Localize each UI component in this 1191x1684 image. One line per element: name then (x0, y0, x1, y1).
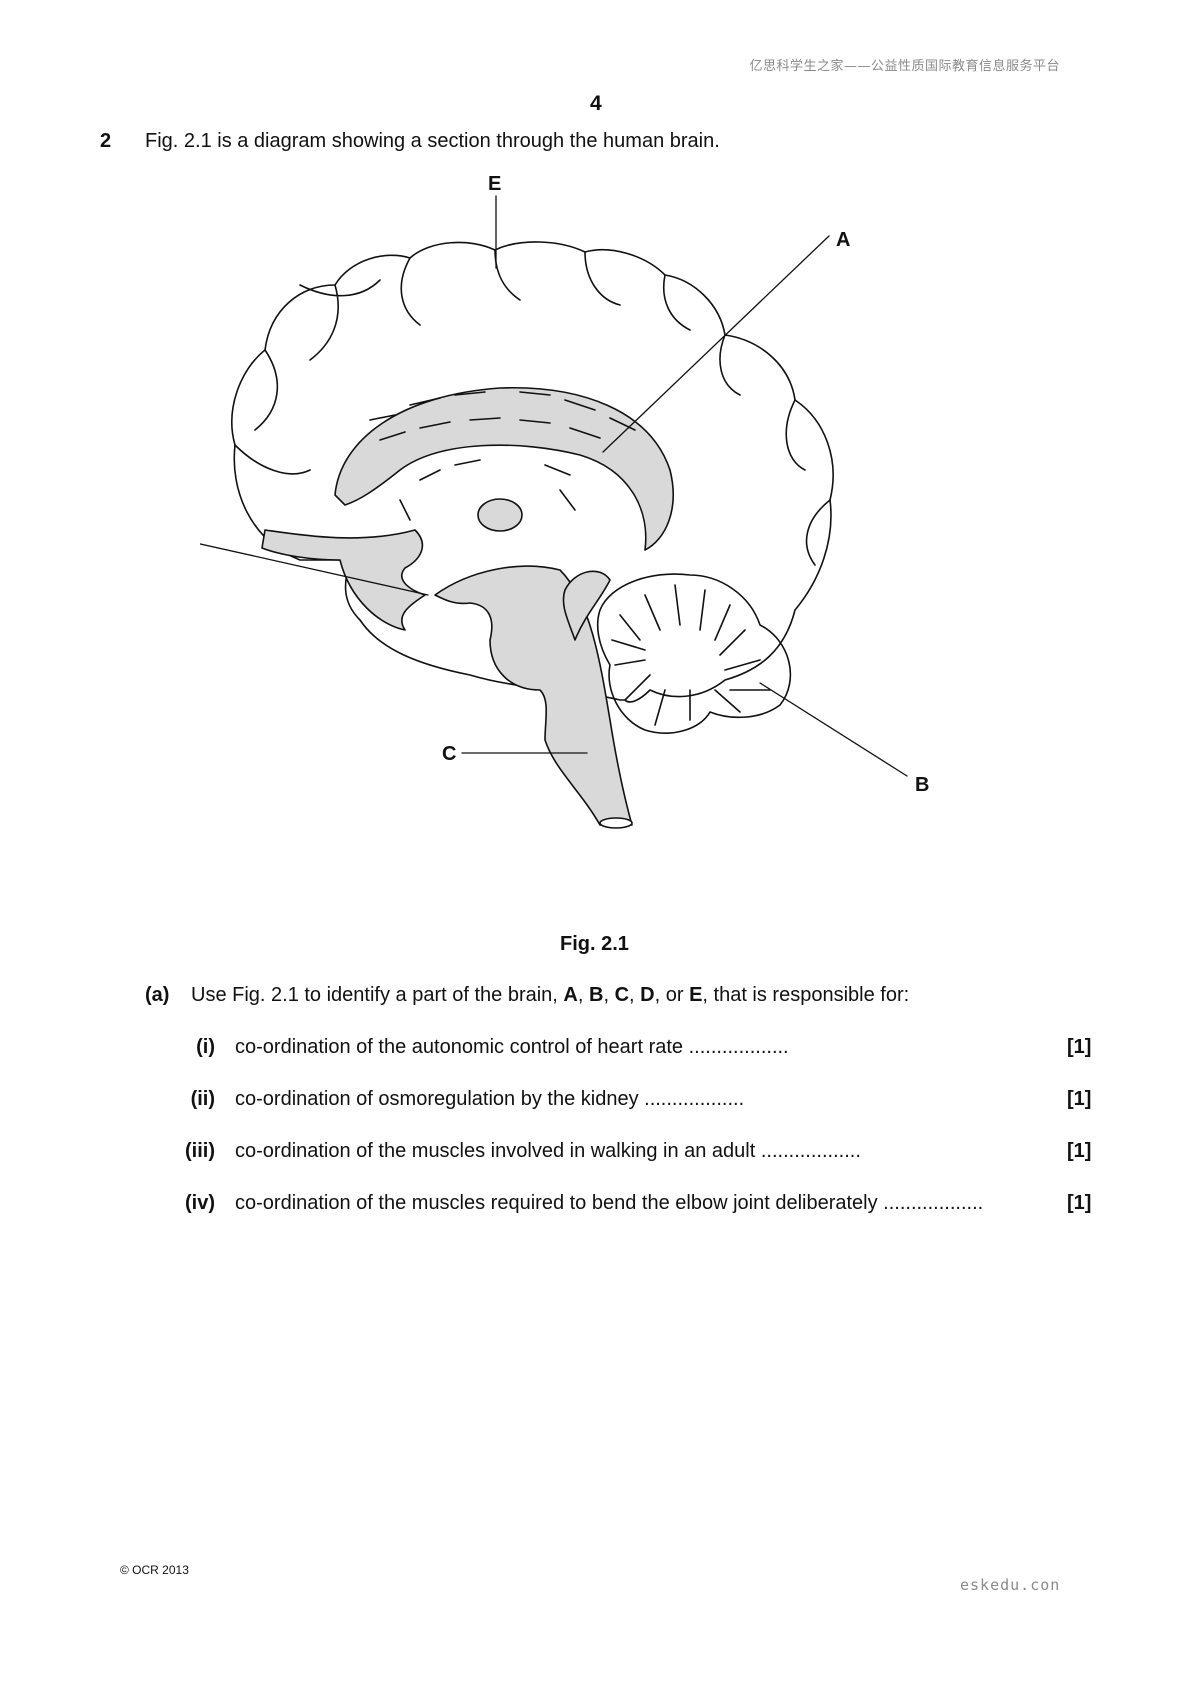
subpart-row: (iii) co-ordination of the muscles invol… (0, 1140, 1191, 1170)
part-a-letter-d: D (640, 984, 655, 1006)
question-stem: Fig. 2.1 is a diagram showing a section … (145, 130, 720, 152)
spinal-cord-end (599, 817, 633, 829)
subpart-row: (iv) co-ordination of the muscles requir… (0, 1192, 1191, 1222)
frontal-grey-band (261, 529, 426, 631)
thalamus (477, 498, 523, 532)
label-e: E (488, 175, 501, 195)
fourth-ventricle (562, 570, 611, 641)
part-a-letter-b: B (589, 984, 604, 1006)
brain-diagram: E A D C B (175, 173, 1020, 915)
subpart-row: (i) co-ordination of the autonomic contr… (0, 1036, 1191, 1066)
label-b: B (915, 774, 929, 796)
footer-watermark: eskedu.con (960, 1576, 1061, 1594)
subpart-marks: [1] (1067, 1140, 1092, 1162)
part-a-letter-a: A (563, 984, 578, 1006)
label-a: A (836, 229, 850, 251)
part-a-letter-e: E (689, 984, 703, 1006)
figure-caption: Fig. 2.1 (560, 933, 629, 955)
leader-line-d (195, 542, 429, 596)
header-watermark: 亿思科学生之家——公益性质国际教育信息服务平台 (749, 59, 1060, 74)
cerebellum (596, 573, 792, 734)
part-a-text-5: , or (654, 984, 690, 1006)
subpart-number: (iii) (185, 1140, 215, 1162)
brain-diagram-svg: E A D C B (175, 173, 929, 829)
fibre-lines (369, 391, 636, 521)
label-c: C (442, 743, 456, 765)
brainstem (434, 565, 633, 826)
leader-line-a (602, 235, 830, 453)
subpart-number: (i) (196, 1036, 215, 1058)
subpart-text: co-ordination of the muscles involved in… (235, 1140, 861, 1162)
part-a-text: Use Fig. 2.1 to identify a part of the b… (191, 984, 909, 1007)
page-number: 4 (590, 92, 602, 115)
part-a-text-3: , (603, 984, 615, 1006)
subpart-marks: [1] (1067, 1088, 1092, 1110)
part-a-text-6: , that is responsible for: (702, 984, 910, 1006)
subpart-marks: [1] (1067, 1192, 1092, 1214)
part-a-label: (a) (145, 984, 170, 1006)
subpart-text: co-ordination of the muscles required to… (235, 1192, 984, 1214)
subpart-text: co-ordination of osmoregulation by the k… (235, 1088, 745, 1110)
subpart-row: (ii) co-ordination of osmoregulation by … (0, 1088, 1191, 1118)
part-a-letter-c: C (614, 984, 630, 1006)
subpart-marks: [1] (1067, 1036, 1092, 1058)
leader-line-b (759, 682, 908, 777)
footer-copyright: © OCR 2013 (120, 1563, 189, 1577)
subpart-number: (ii) (190, 1088, 215, 1110)
gyri-folds (234, 249, 831, 566)
part-a-text-1: Use Fig. 2.1 to identify a part of the b… (191, 984, 564, 1006)
subpart-text: co-ordination of the autonomic control o… (235, 1036, 789, 1058)
part-a-text-2: , (577, 984, 589, 1006)
question-number: 2 (100, 130, 112, 152)
cerebellum-folia (611, 584, 771, 726)
subpart-number: (iv) (185, 1192, 215, 1214)
part-a-text-4: , (629, 984, 641, 1006)
